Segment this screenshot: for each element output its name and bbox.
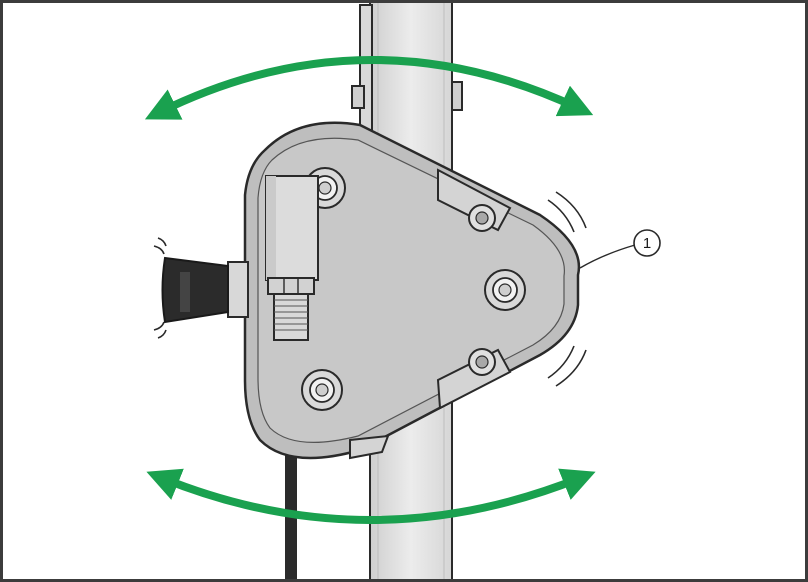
sensor-block [265, 175, 319, 341]
hex-nut-right [484, 269, 526, 311]
rotate-arrow-top-icon [144, 56, 594, 120]
adjustment-knob [161, 256, 249, 324]
screw-top [468, 204, 496, 232]
callout-number: 1 [643, 235, 651, 252]
screw-bottom [468, 348, 496, 376]
callout-1: 1 [579, 229, 661, 269]
rotate-arrow-bottom-icon [146, 468, 596, 524]
device-illustration: 1 [144, 3, 661, 579]
vibration-marks-icon [153, 191, 587, 387]
hex-nut-bottom [301, 369, 343, 411]
